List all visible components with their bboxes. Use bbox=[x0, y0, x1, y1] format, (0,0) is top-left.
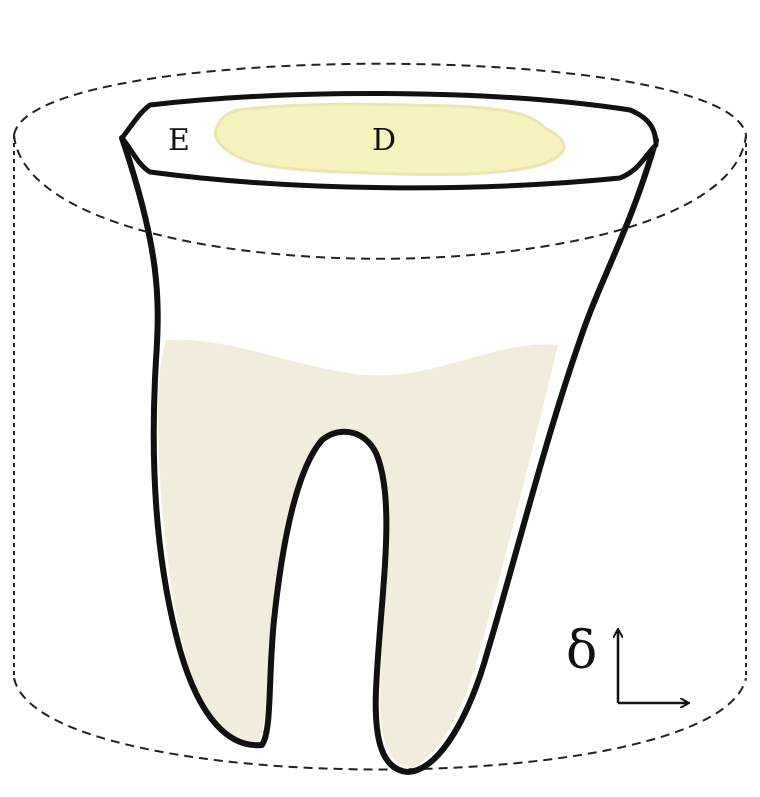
dentin-label: D bbox=[372, 123, 396, 158]
tooth-root-fill bbox=[158, 340, 558, 768]
delta-label: δ bbox=[566, 621, 597, 681]
enamel-label: E bbox=[168, 123, 190, 158]
axis-indicator bbox=[618, 630, 688, 703]
